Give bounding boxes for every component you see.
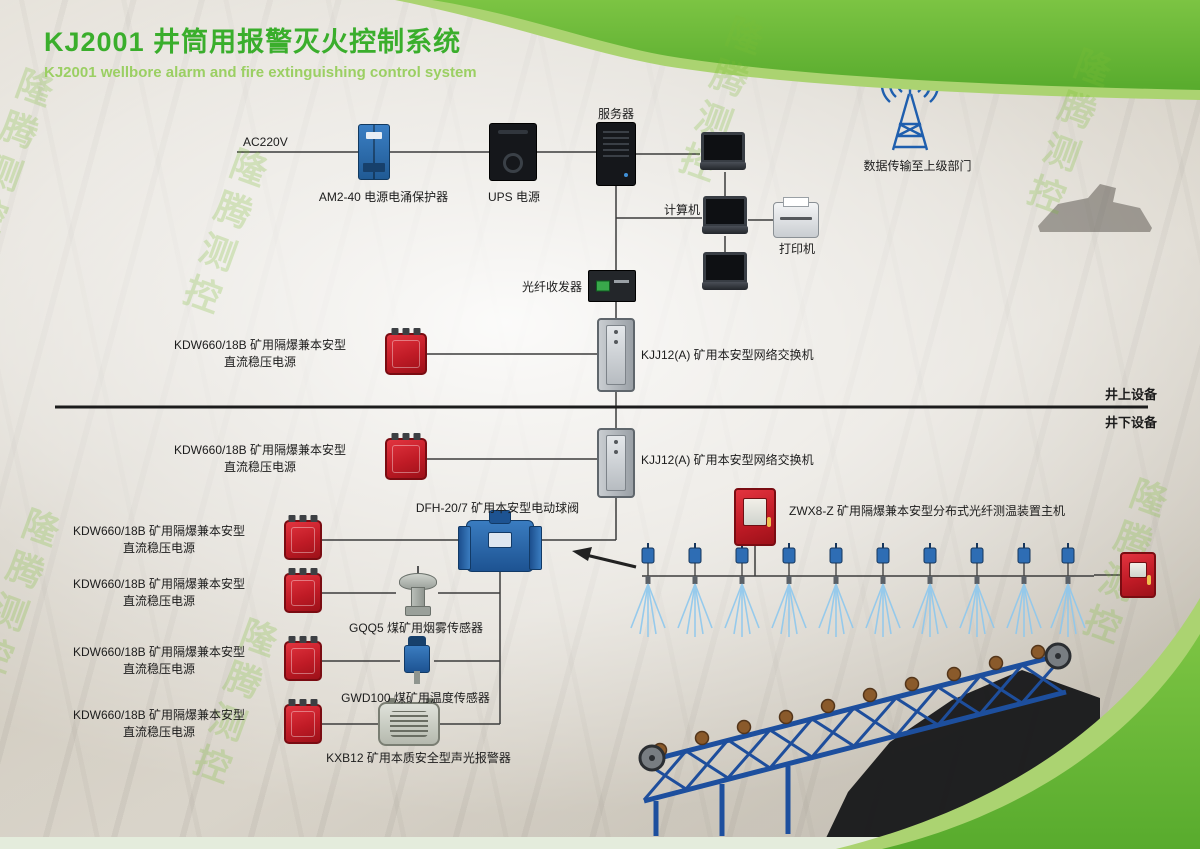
smoke-sensor-label: GQQ5 煤矿用烟雾传感器 — [348, 621, 483, 635]
kdw-power-supply-4 — [284, 573, 322, 613]
fiber-transceiver-label: 光纤收发器 — [521, 280, 582, 294]
switch-label-1: KJJ12(A) 矿用本安型网络交换机 — [641, 348, 814, 362]
ac220v-label: AC220V — [243, 135, 288, 149]
page-title-block: KJ2001 井筒用报警灭火控制系统 KJ2001 wellbore alarm… — [44, 20, 477, 81]
printer-device — [773, 202, 819, 238]
sound-light-alarm-device — [378, 698, 440, 746]
ups-device — [489, 123, 537, 181]
kdw-label-4: KDW660/18B 矿用隔爆兼本安型直流稳压电源 — [72, 577, 246, 608]
laptop-icon — [702, 196, 748, 234]
wireless-uplink-label: 数据传输至上级部门 — [863, 159, 972, 173]
surge-protector-device — [358, 124, 390, 180]
fiber-temp-sprinkler-chain — [630, 542, 1086, 638]
flow-arrow — [572, 547, 637, 569]
surge-protector-label: AM2-40 电源电涌保护器 — [318, 190, 449, 204]
laptop-icon — [700, 132, 746, 170]
laptop-icon — [702, 252, 748, 290]
network-switch-2 — [597, 428, 635, 498]
kdw-power-supply-3 — [284, 520, 322, 560]
corner-band — [882, 634, 1200, 849]
zone-below-label: 井下设备 — [1105, 415, 1158, 430]
fiber-temp-host-label: ZWX8-Z 矿用隔爆兼本安型分布式光纤测温装置主机 — [789, 504, 1065, 518]
page-title: KJ2001 井筒用报警灭火控制系统 — [44, 27, 462, 57]
kdw-power-supply-1 — [385, 333, 427, 375]
printer-label: 打印机 — [778, 242, 815, 256]
fiber-temp-terminal-box — [1120, 552, 1156, 598]
smoke-sensor-device — [396, 566, 440, 618]
excavator-silhouette — [1038, 184, 1152, 232]
valve-label: DFH-20/7 矿用本安型电动球阀 — [415, 501, 580, 515]
page-subtitle: KJ2001 wellbore alarm and fire extinguis… — [44, 64, 477, 81]
computer-label: 计算机 — [663, 203, 700, 217]
fiber-temp-host-device — [734, 488, 776, 546]
kdw-power-supply-2 — [385, 438, 427, 480]
switch-label-2: KJJ12(A) 矿用本安型网络交换机 — [641, 453, 814, 467]
kdw-label-2: KDW660/18B 矿用隔爆兼本安型直流稳压电源 — [173, 443, 347, 474]
temperature-sensor-device — [400, 636, 434, 686]
kdw-power-supply-5 — [284, 641, 322, 681]
connection-wires — [237, 151, 1120, 725]
kdw-label-1: KDW660/18B 矿用隔爆兼本安型直流稳压电源 — [173, 338, 347, 369]
kdw-label-6: KDW660/18B 矿用隔爆兼本安型直流稳压电源 — [72, 708, 246, 739]
server-device — [596, 122, 636, 186]
alarm-label: KXB12 矿用本质安全型声光报警器 — [326, 751, 511, 765]
network-switch-1 — [597, 318, 635, 392]
server-label: 服务器 — [597, 107, 634, 121]
electric-ball-valve-device — [458, 510, 542, 572]
kdw-label-5: KDW660/18B 矿用隔爆兼本安型直流稳压电源 — [72, 645, 246, 676]
temperature-sensor-label: GWD100 煤矿用温度传感器 — [341, 691, 490, 705]
kdw-label-3: KDW660/18B 矿用隔爆兼本安型直流稳压电源 — [72, 524, 246, 555]
zone-above-label: 井上设备 — [1105, 387, 1158, 402]
kdw-power-supply-6 — [284, 704, 322, 744]
header-band — [432, 0, 1200, 90]
fiber-transceiver-device — [588, 270, 636, 302]
ups-label: UPS 电源 — [487, 190, 540, 204]
